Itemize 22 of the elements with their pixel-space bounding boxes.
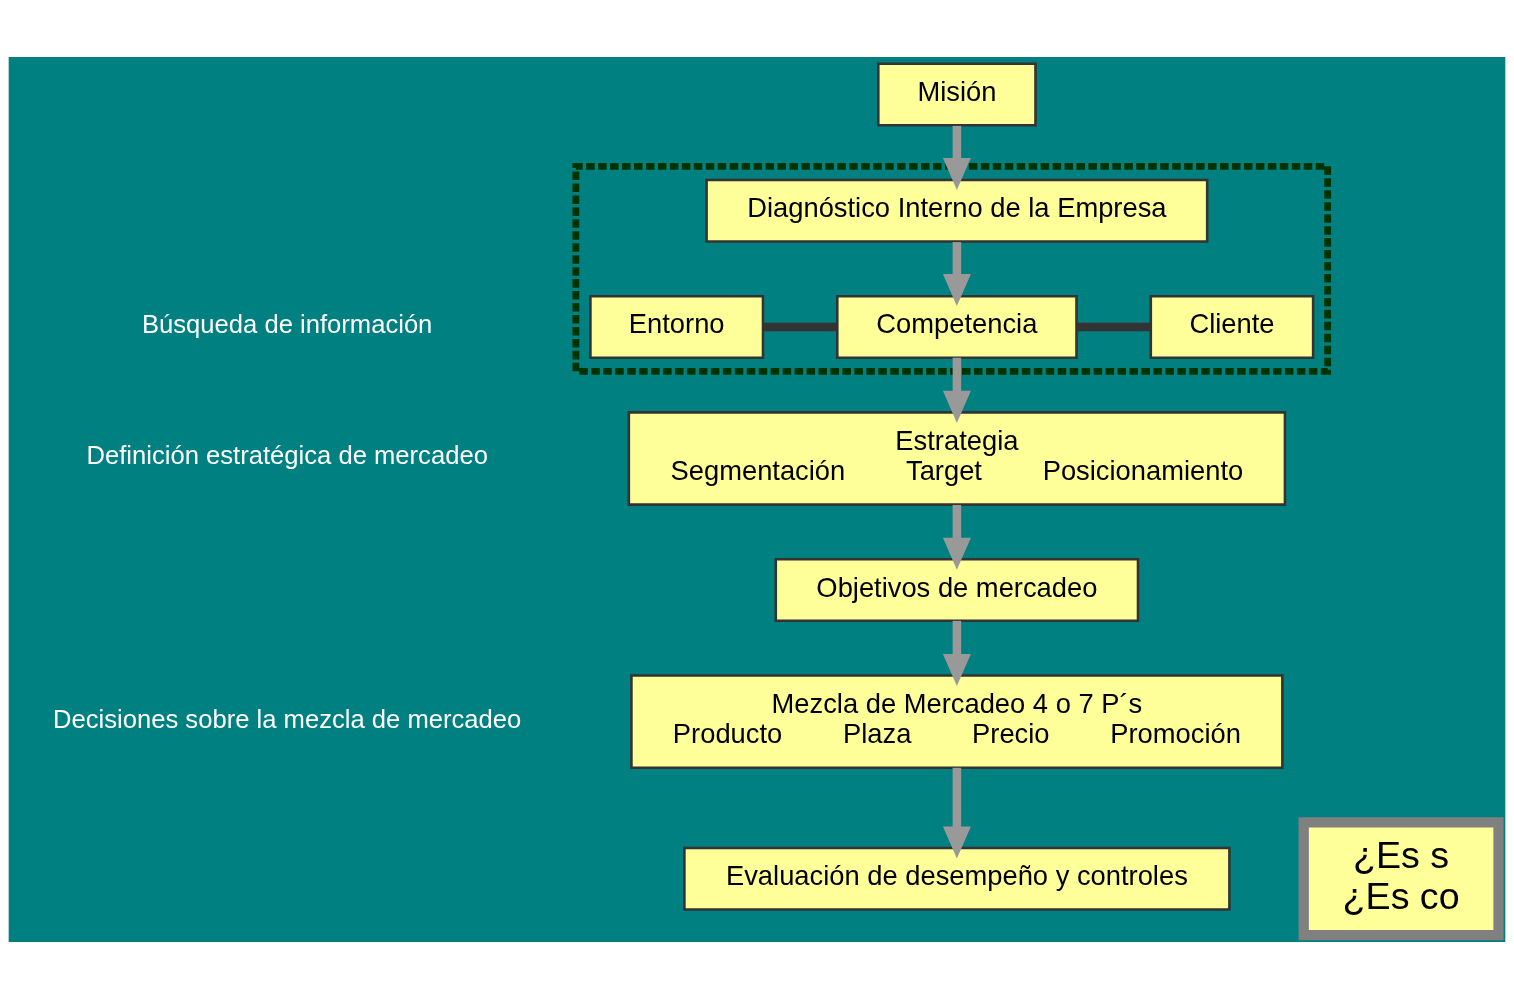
- node-box: Diagnóstico Interno de la Empresa: [705, 178, 1209, 243]
- arrow: [942, 357, 971, 423]
- arrow: [942, 125, 971, 190]
- node-box: Competencia: [836, 294, 1078, 359]
- label: Búsqueda de información: [141, 309, 433, 338]
- node-box: Estrategia Segmentación Target Posicionamiento: [627, 411, 1287, 506]
- node-box: ¿Es s ¿Es co: [1298, 817, 1504, 941]
- connector: [1076, 322, 1151, 332]
- node-box: Mezcla de Mercadeo 4 o 7 P´s Producto Plaza Precio Promoción: [630, 674, 1284, 769]
- label: Definición estratégica de mercadeo: [86, 441, 488, 470]
- node-box: Entorno: [589, 294, 765, 359]
- node-box: Objetivos de mercadeo: [774, 558, 1140, 623]
- node-box: Evaluación de desempeño y controles: [683, 846, 1231, 911]
- label: Decisiones sobre la mezcla de mercadeo: [53, 704, 522, 733]
- node-box: Cliente: [1149, 294, 1315, 359]
- cluster: [572, 162, 1332, 375]
- arrow: [942, 505, 971, 570]
- connector: [763, 322, 837, 332]
- arrow: [942, 767, 971, 859]
- node-box: Misión: [877, 62, 1037, 127]
- arrow: [942, 242, 971, 307]
- arrow: [942, 620, 971, 686]
